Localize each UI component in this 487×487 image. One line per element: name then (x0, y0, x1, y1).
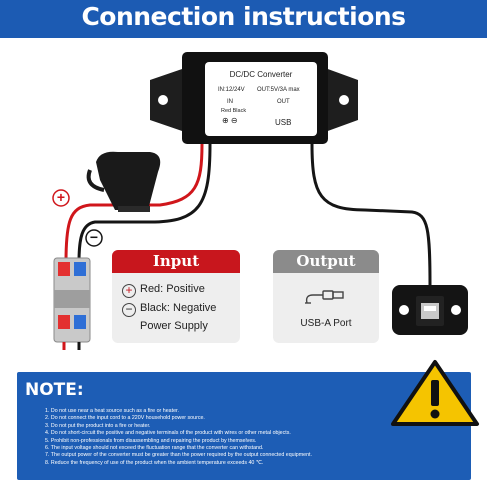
note-list: 1. Do not use near a heat source such as… (45, 408, 425, 467)
converter-output-spec: OUT:5V/3A max (257, 87, 300, 93)
lever-connector (53, 257, 91, 350)
negative-row: −Black: Negative (122, 302, 216, 317)
converter-in-label: IN (227, 99, 233, 105)
converter-title: DC/DC Converter (229, 70, 293, 79)
note-title: NOTE: (25, 380, 84, 400)
minus-marker-icon (85, 229, 103, 247)
converter-usb-label: USB (275, 118, 292, 127)
converter-input-spec: IN:12/24V (218, 87, 245, 93)
usb-cable (310, 143, 432, 286)
positive-row: + Red: Positive (122, 283, 205, 298)
header-banner: Connection instructions (0, 0, 487, 38)
negative-text-line2: Power Supply (140, 320, 208, 332)
plus-circle-icon: + (122, 284, 136, 298)
negative-text: Black: Negative (140, 302, 217, 314)
converter-out-label: OUT (277, 99, 290, 105)
minus-circle-icon: − (122, 303, 136, 317)
plus-marker-icon (52, 189, 70, 207)
converter-polarity: ⊕ ⊖ (222, 116, 238, 125)
red-wire (64, 143, 204, 263)
note-item: 8. Reduce the frequency of use of the pr… (45, 459, 264, 466)
warning-icon (391, 360, 479, 426)
note-item: 5. Prohibit non-professionals from disas… (45, 437, 257, 444)
fuse-holder (86, 151, 161, 212)
usb-cable-icon (305, 290, 344, 304)
note-item: 2. Do not connect the input cord to a 22… (45, 415, 205, 422)
minus-marker-label: − (89, 229, 99, 245)
page-title: Connection instructions (81, 2, 406, 31)
note-item: 6. The input voltage should not exceed t… (45, 445, 264, 452)
converter-wire-colors: Red Black (221, 108, 247, 114)
converter-label: DC/DC Converter IN:12/24V OUT:5V/3A max … (205, 62, 317, 136)
plus-marker-label: + (56, 189, 66, 205)
output-card-title: Output (273, 250, 379, 273)
usb-port-label: USB-A Port (300, 318, 352, 329)
black-wire (77, 143, 212, 263)
note-item: 3. Do not put the product into a fire or… (45, 422, 151, 429)
input-card: Input + Red: Positive −Black: Negative Po… (112, 250, 240, 343)
input-card-title: Input (112, 250, 240, 273)
note-item: 1. Do not use near a heat source such as… (45, 408, 179, 414)
note-item: 7. The output power of the converter mus… (45, 452, 312, 459)
usb-panel-connector (392, 285, 468, 335)
note-item: 4. Do not short-circuit the positive and… (45, 430, 291, 437)
output-card: Output USB-A Port (273, 250, 379, 343)
positive-text: Red: Positive (140, 283, 205, 295)
